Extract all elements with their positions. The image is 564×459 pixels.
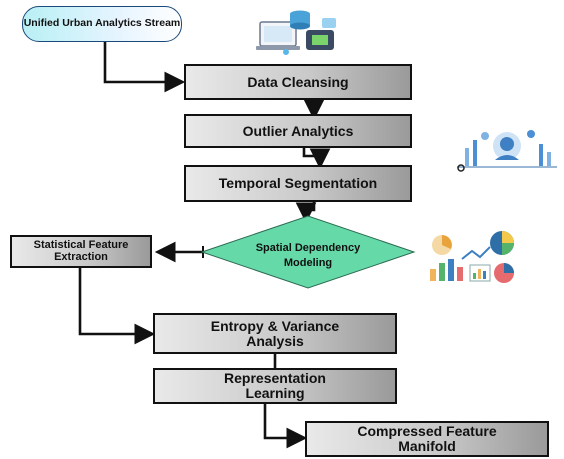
data-cleansing-label: Data Cleansing	[247, 73, 349, 90]
compressed-feature-manifold-label: Compressed Feature Manifold	[357, 423, 497, 454]
edge-statistical-entropy	[78, 268, 156, 345]
representation-learning-node: Representation Learning	[153, 368, 397, 404]
source-label: Unified Urban Analytics Stream	[23, 17, 181, 30]
temporal-segmentation-label: Temporal Segmentation	[218, 175, 378, 192]
charts-illustration-icon	[430, 231, 514, 283]
spatial-dependency-label-box: Spatial Dependency Modeling	[210, 238, 406, 274]
edge-cleansing-outlier	[303, 99, 325, 121]
statistical-feature-extraction-node: Statistical Feature Extraction	[10, 235, 152, 268]
data-analytics-illustration-icon	[457, 130, 557, 172]
outlier-analytics-label: Outlier Analytics	[242, 122, 354, 139]
statistical-feature-extraction-label: Statistical Feature Extraction	[33, 238, 129, 263]
spatial-dependency-label: Spatial Dependency Modeling	[255, 242, 361, 269]
spatial-dependency-diamond	[200, 215, 416, 289]
temporal-segmentation-node: Temporal Segmentation	[184, 165, 412, 202]
edge-representation-compressed	[263, 404, 308, 449]
edge-temporal-spatial	[295, 202, 317, 224]
compressed-feature-manifold-node: Compressed Feature Manifold	[305, 421, 549, 457]
unified-urban-analytics-stream-node: Unified Urban Analytics Stream	[22, 6, 182, 42]
entropy-variance-analysis-node: Entropy & Variance Analysis	[153, 313, 397, 354]
representation-learning-label: Representation Learning	[224, 370, 326, 401]
entropy-variance-analysis-label: Entropy & Variance Analysis	[210, 317, 340, 349]
outlier-analytics-node: Outlier Analytics	[184, 114, 412, 148]
edge-source-cleansing	[103, 40, 186, 93]
computer-database-icon	[256, 10, 336, 55]
edge-outlier-temporal	[302, 148, 331, 170]
data-cleansing-node: Data Cleansing	[184, 64, 412, 100]
